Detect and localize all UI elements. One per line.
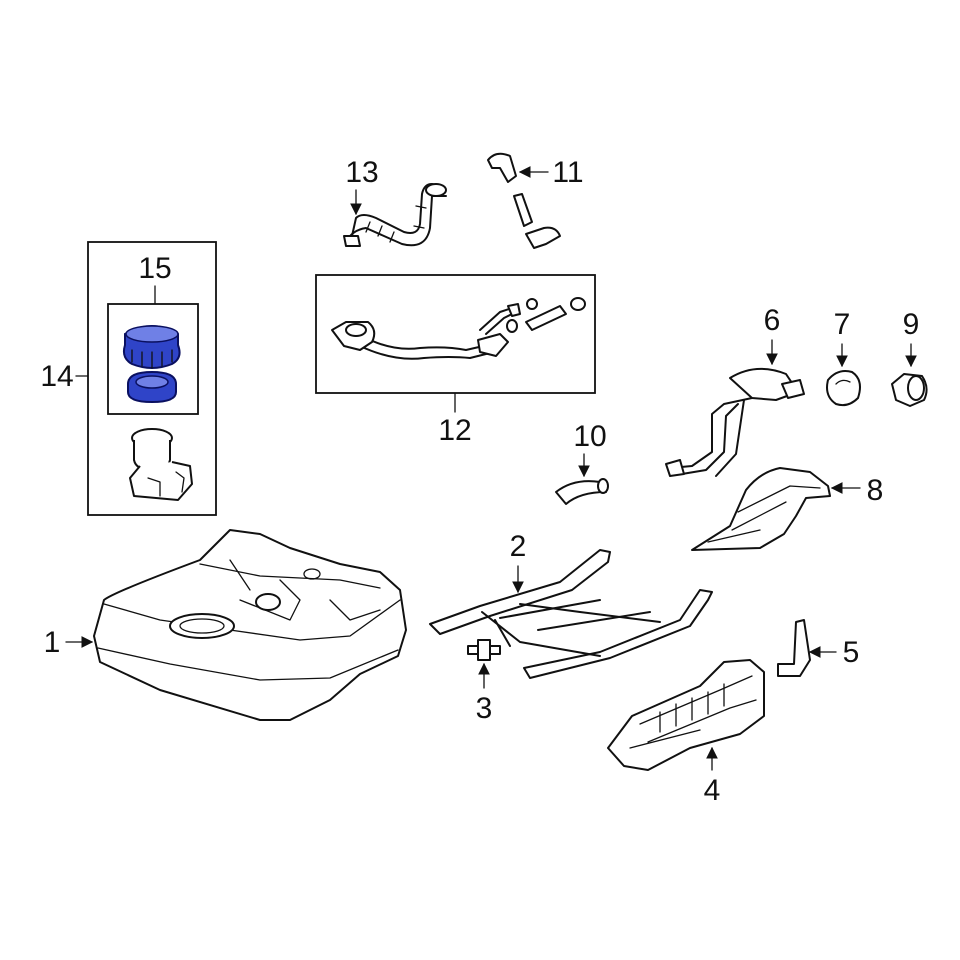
label-10: 10 — [573, 420, 606, 453]
filler-seal-part[interactable] — [826, 370, 861, 407]
label-7: 7 — [834, 308, 851, 341]
filler-pipe-part[interactable] — [665, 367, 805, 477]
label-5: 5 — [843, 636, 860, 669]
fuel-tank-part[interactable] — [93, 529, 407, 721]
bracket-part[interactable] — [777, 619, 811, 677]
fuel-pump-module[interactable] — [129, 428, 193, 501]
label-12: 12 — [438, 414, 471, 447]
label-3: 3 — [476, 692, 493, 725]
vent-pipe-part[interactable] — [343, 183, 447, 247]
label-9: 9 — [903, 308, 920, 341]
hose-part-11[interactable] — [487, 152, 561, 249]
label-4: 4 — [704, 774, 721, 807]
fuel-line-assembly-box[interactable] — [315, 274, 596, 394]
label-14: 14 — [40, 360, 73, 393]
label-6: 6 — [764, 304, 781, 337]
label-2: 2 — [510, 530, 527, 563]
hose-part-10[interactable] — [555, 478, 609, 505]
fuel-cap-part[interactable] — [891, 373, 928, 407]
lock-ring-seal-box[interactable] — [107, 303, 199, 415]
seal-part[interactable] — [127, 370, 177, 404]
fuel-pump-assembly-box[interactable] — [87, 241, 217, 516]
heat-shield-upper-part[interactable] — [691, 467, 831, 551]
lock-ring-part[interactable] — [122, 325, 181, 369]
bolt-part[interactable] — [467, 639, 501, 661]
label-1: 1 — [44, 626, 61, 659]
label-8: 8 — [867, 474, 884, 507]
label-13: 13 — [345, 156, 378, 189]
tank-strap-frame-part[interactable] — [429, 549, 713, 679]
label-11: 11 — [552, 156, 583, 189]
label-15: 15 — [138, 252, 171, 285]
heat-shield-lower-part[interactable] — [607, 659, 765, 771]
